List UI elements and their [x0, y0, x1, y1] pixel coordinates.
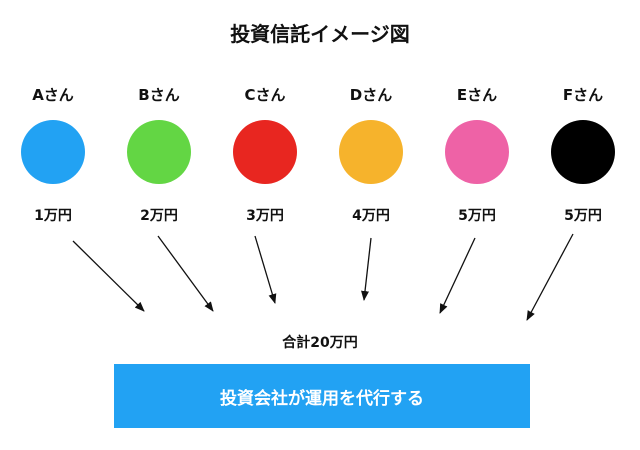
- investment-company-box: 投資会社が運用を代行する: [114, 364, 530, 428]
- investor-f-name: Fさん: [562, 86, 604, 104]
- investor-d-circle: [339, 120, 403, 184]
- arrow-d: [361, 237, 372, 301]
- investor-a-name: Aさん: [32, 86, 74, 104]
- investor-e-name: Eさん: [456, 86, 498, 104]
- investor-c-name: Cさん: [244, 86, 286, 104]
- investor-b-circle: [127, 120, 191, 184]
- investor-c-amount: 3万円: [246, 208, 284, 224]
- investment-company-label: 投資会社が運用を代行する: [220, 388, 424, 409]
- arrow-b: [157, 235, 214, 312]
- total-amount: 合計20万円: [282, 335, 358, 351]
- arrow-c: [254, 235, 277, 304]
- diagram-title: 投資信託イメージ図: [230, 22, 410, 46]
- arrow-f: [526, 233, 574, 321]
- investor-a-circle: [21, 120, 85, 184]
- investor-d-name: Dさん: [349, 86, 393, 104]
- investor-b-amount: 2万円: [140, 208, 178, 224]
- investor-c-circle: [233, 120, 297, 184]
- investor-a-amount: 1万円: [34, 208, 72, 224]
- investor-b-name: Bさん: [138, 86, 180, 104]
- investor-e-circle: [445, 120, 509, 184]
- investor-f-circle: [551, 120, 615, 184]
- investor-f-amount: 5万円: [564, 208, 602, 224]
- arrow-e: [439, 237, 476, 314]
- investor-d-amount: 4万円: [352, 208, 390, 224]
- investor-e-amount: 5万円: [458, 208, 496, 224]
- arrow-a: [72, 240, 145, 312]
